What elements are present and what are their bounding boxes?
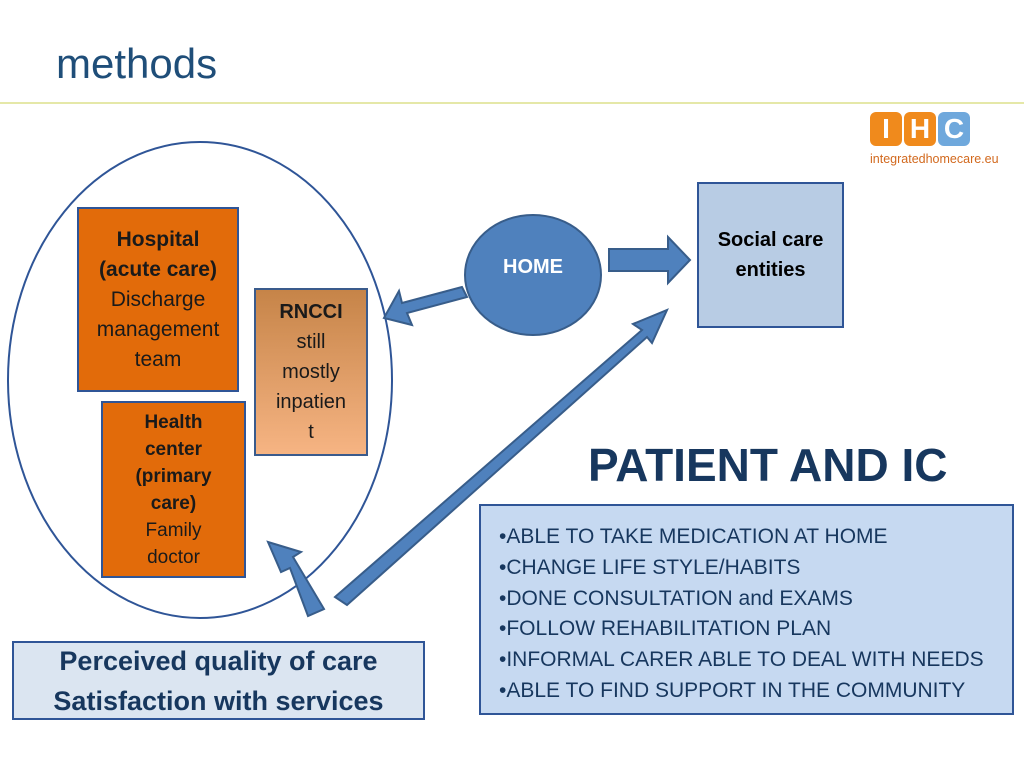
hospital-detail-1: Discharge <box>110 287 206 311</box>
rncci-detail-4: t <box>308 421 314 443</box>
hospital-subtitle: (acute care) <box>99 257 217 281</box>
ihc-logo: I H C integratedhomecare.eu <box>866 108 1024 172</box>
arrow-outcomes-to-social <box>333 308 669 607</box>
social-care-line-1: Social care <box>717 229 824 251</box>
hospital-detail-3: team <box>134 347 182 371</box>
patient-ic-title: PATIENT AND IC <box>588 439 948 491</box>
home-circle <box>464 214 602 336</box>
health-detail-2: doctor <box>147 546 200 568</box>
arrow-home-to-social <box>608 234 692 286</box>
list-item: •ABLE TO TAKE MEDICATION AT HOME <box>499 525 888 548</box>
list-item: •CHANGE LIFE STYLE/HABITS <box>499 555 801 579</box>
hospital-detail-2: management <box>96 317 220 341</box>
hospital-box: Hospital (acute care) Discharge manageme… <box>77 207 239 392</box>
health-center-box: Health center (primary care) Family doct… <box>101 401 246 578</box>
arrow-home-to-rncci <box>382 285 469 327</box>
outcome-satisfaction: Satisfaction with services <box>53 685 384 716</box>
list-item: •ABLE TO FIND SUPPORT IN THE COMMUNITY <box>499 678 966 702</box>
list-item: •FOLLOW REHABILITATION PLAN <box>499 617 832 641</box>
care-network-ellipse <box>7 141 393 619</box>
home-label: HOME <box>503 256 563 278</box>
outcomes-box: Perceived quality of care Satisfaction w… <box>12 641 425 720</box>
list-item: •INFORMAL CARER ABLE TO DEAL WITH NEEDS <box>499 648 984 672</box>
patient-outcomes-list: •ABLE TO TAKE MEDICATION AT HOME •CHANGE… <box>479 504 1014 715</box>
logo-letter-c: C <box>938 112 970 146</box>
rncci-box: RNCCI still mostly inpatien t <box>254 288 368 456</box>
outcome-perceived-quality: Perceived quality of care <box>59 645 378 676</box>
logo-domain: integratedhomecare.eu <box>870 152 999 166</box>
logo-letter-i: I <box>870 112 902 146</box>
slide-title: methods <box>56 40 218 87</box>
rncci-detail-1: still <box>296 331 326 353</box>
list-item: •DONE CONSULTATION and EXAMS <box>499 586 853 610</box>
social-care-box: Social care entities <box>697 182 844 328</box>
health-title-2: center <box>144 438 203 460</box>
health-title-4: care) <box>150 492 197 514</box>
arrow-outcomes-to-network <box>266 540 326 618</box>
rncci-title: RNCCI <box>279 301 343 323</box>
title-divider <box>0 102 1024 104</box>
health-title-3: (primary <box>135 465 212 487</box>
logo-letter-h: H <box>904 112 936 146</box>
social-care-line-2: entities <box>735 259 806 281</box>
rncci-detail-3: inpatien <box>275 391 347 413</box>
rncci-detail-2: mostly <box>282 361 340 383</box>
health-detail-1: Family <box>145 519 202 541</box>
hospital-title: Hospital <box>116 227 200 251</box>
health-title-1: Health <box>144 411 203 433</box>
